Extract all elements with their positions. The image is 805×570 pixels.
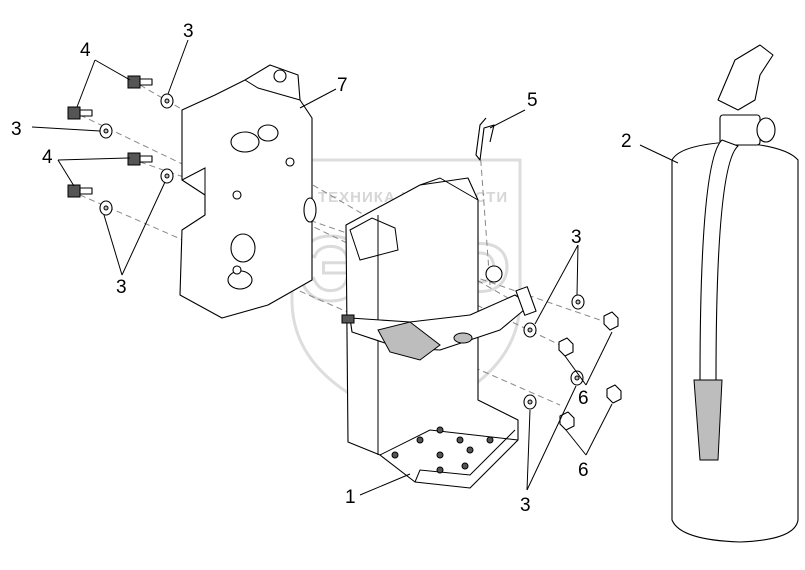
part-5-pin — [475, 117, 495, 161]
bolt — [127, 75, 153, 89]
washer — [160, 168, 174, 184]
washer — [99, 200, 113, 216]
fasteners — [67, 75, 622, 431]
washer — [523, 322, 537, 338]
bolt — [67, 106, 93, 120]
washer — [99, 123, 113, 139]
washer — [571, 294, 585, 310]
bolt — [127, 152, 153, 166]
callout-3: 3 — [11, 119, 22, 140]
bolt — [67, 184, 93, 198]
part-7-wall-plate — [179, 64, 317, 319]
callout-3: 3 — [116, 277, 127, 298]
callout-1: 1 — [345, 487, 356, 508]
nut — [558, 337, 574, 357]
callout-4: 4 — [80, 40, 91, 61]
callout-5: 5 — [527, 90, 538, 111]
callout-3: 3 — [571, 227, 582, 248]
callout-4: 4 — [42, 147, 53, 168]
callout-2: 2 — [621, 131, 632, 152]
callout-6: 6 — [578, 460, 589, 481]
callout-3: 3 — [183, 21, 194, 42]
part-2-extinguisher — [671, 44, 799, 543]
nut — [606, 384, 622, 404]
washer — [160, 93, 174, 109]
nut — [603, 311, 619, 331]
leader-lines — [31, 39, 679, 496]
callout-6: 6 — [578, 388, 589, 409]
washer — [523, 394, 537, 410]
nut — [559, 411, 575, 431]
callout-7: 7 — [337, 75, 348, 96]
callout-labels: 1 2 3 3 3 3 3 4 4 5 6 6 7 — [11, 21, 632, 516]
part-1-bracket — [341, 177, 537, 489]
callout-3: 3 — [520, 495, 531, 516]
washer — [570, 370, 584, 386]
